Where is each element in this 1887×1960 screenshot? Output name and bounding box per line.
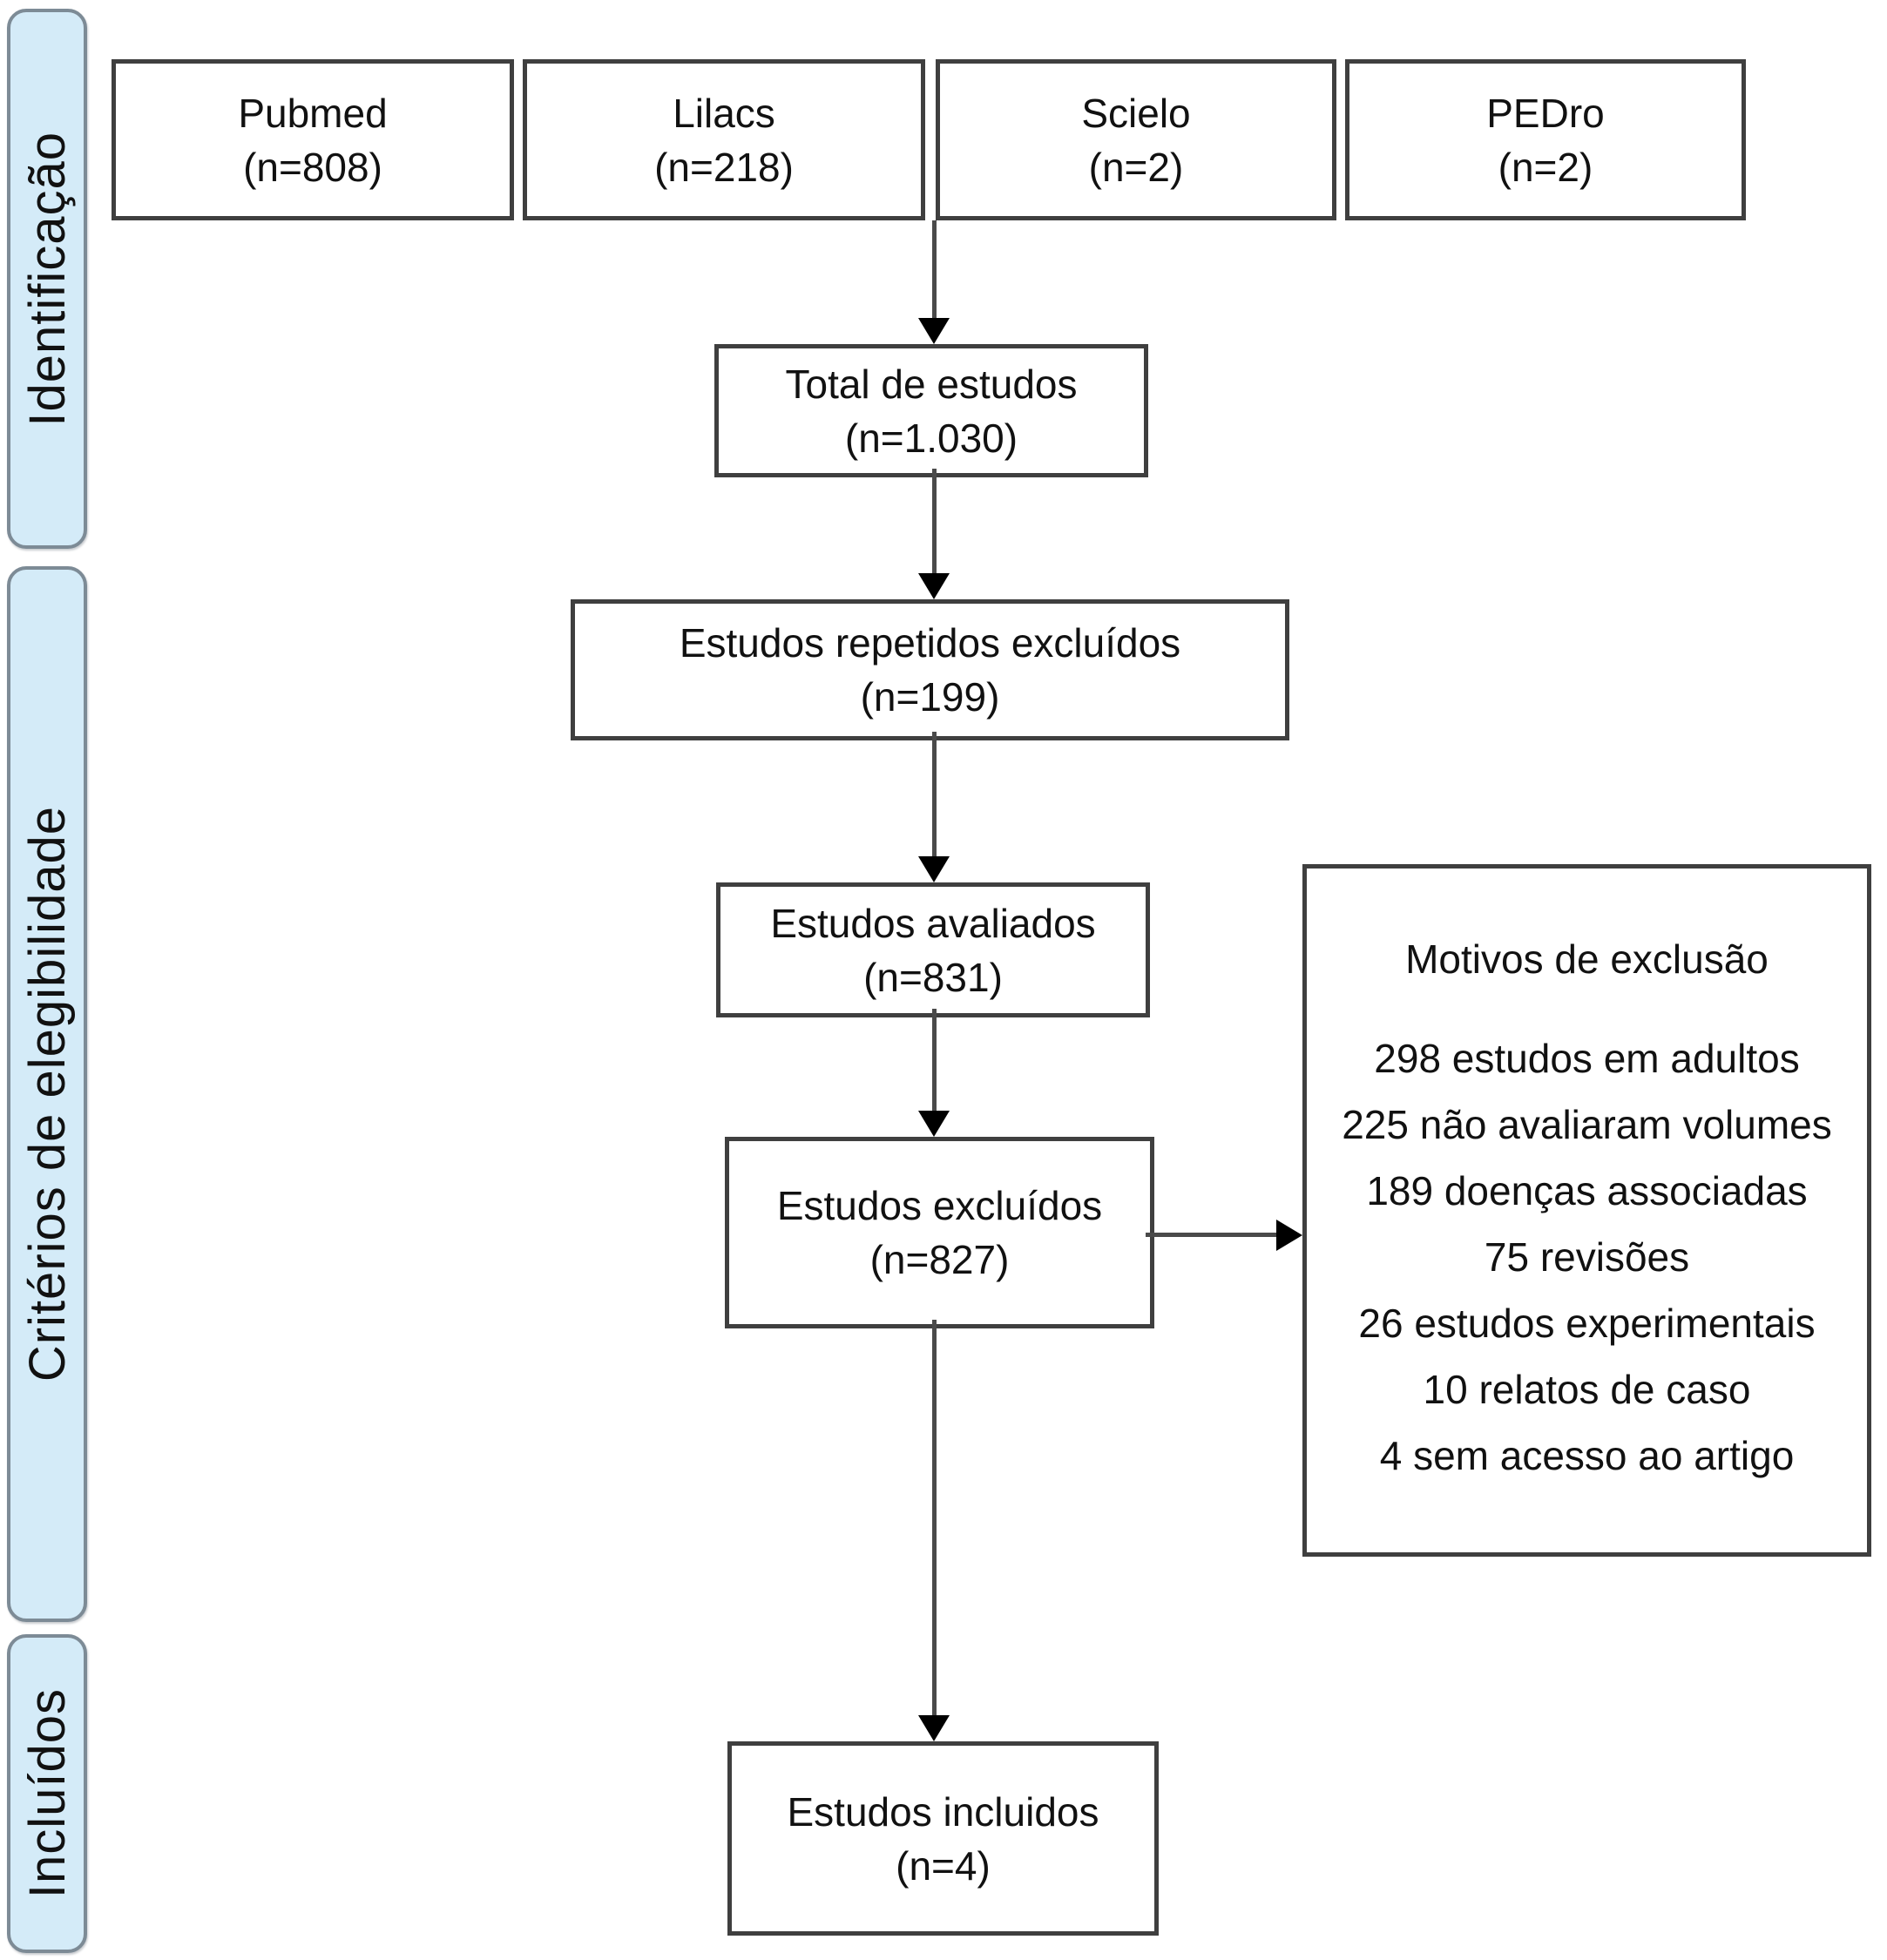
arrow-total-to-duplicates-line [932,469,937,575]
reason-item: 225 não avaliaram volumes [1342,1102,1832,1147]
source-name: Pubmed [238,90,388,136]
source-name: Lilacs [673,90,775,136]
source-box-pedro: PEDro (n=2) [1345,59,1746,220]
node-label: Total de estudos [785,361,1078,407]
node-label: Estudos incluidos [787,1788,1099,1835]
arrow-down-icon [918,318,950,344]
source-box-lilacs: Lilacs (n=218) [523,59,925,220]
stage-band-included: Incluídos [7,1634,87,1953]
node-label: Estudos repetidos excluídos [679,620,1181,666]
node-studies-included: Estudos incluidos (n=4) [727,1741,1159,1936]
exclusion-reasons-title: Motivos de exclusão [1405,936,1769,982]
source-box-pubmed: Pubmed (n=808) [112,59,514,220]
node-count: (n=1.030) [844,415,1018,461]
arrow-down-icon [918,573,950,599]
node-count: (n=199) [860,674,1000,720]
stage-label-included: Incluídos [18,1688,76,1899]
exclusion-reasons-box: Motivos de exclusão 298 estudos em adult… [1302,864,1871,1557]
exclusion-reasons-list: 298 estudos em adultos 225 não avaliaram… [1307,1025,1867,1489]
reason-item: 75 revisões [1484,1234,1690,1280]
node-studies-assessed: Estudos avaliados (n=831) [716,882,1150,1017]
reason-item: 4 sem acesso ao artigo [1379,1433,1795,1478]
source-box-scielo: Scielo (n=2) [936,59,1336,220]
node-count: (n=4) [896,1842,991,1889]
arrow-excluded-to-reasons-line [1146,1233,1278,1237]
arrow-down-icon [918,856,950,882]
stage-band-identification: Identificação [7,9,87,549]
node-total-studies: Total de estudos (n=1.030) [714,344,1148,477]
arrow-down-icon [918,1111,950,1137]
stage-label-identification: Identificação [18,131,76,427]
node-duplicates-removed: Estudos repetidos excluídos (n=199) [571,599,1289,740]
node-label: Estudos avaliados [770,900,1096,946]
source-count: (n=2) [1498,144,1593,190]
reason-item: 298 estudos em adultos [1374,1036,1800,1081]
arrow-assessed-to-excluded-line [932,1009,937,1112]
arrow-excluded-to-included-line [932,1320,937,1717]
arrow-right-icon [1276,1220,1302,1251]
node-label: Estudos excluídos [776,1183,1103,1228]
stage-band-eligibility-criteria: Critérios de elegibilidade [7,566,87,1622]
arrow-down-icon [918,1715,950,1741]
source-count: (n=2) [1088,144,1184,190]
source-count: (n=218) [654,144,794,190]
arrow-sources-to-total-line [932,220,937,321]
source-name: PEDro [1486,90,1605,136]
reason-item: 10 relatos de caso [1423,1367,1751,1412]
reason-item: 189 doenças associadas [1366,1168,1808,1213]
node-studies-excluded: Estudos excluídos (n=827) [725,1137,1154,1328]
arrow-duplicates-to-assessed-line [932,732,937,858]
source-count: (n=808) [243,144,382,190]
node-count: (n=831) [863,954,1003,1000]
reason-item: 26 estudos experimentais [1358,1301,1816,1346]
stage-label-eligibility-criteria: Critérios de elegibilidade [18,806,76,1382]
source-name: Scielo [1081,90,1191,136]
node-count: (n=827) [869,1237,1010,1282]
